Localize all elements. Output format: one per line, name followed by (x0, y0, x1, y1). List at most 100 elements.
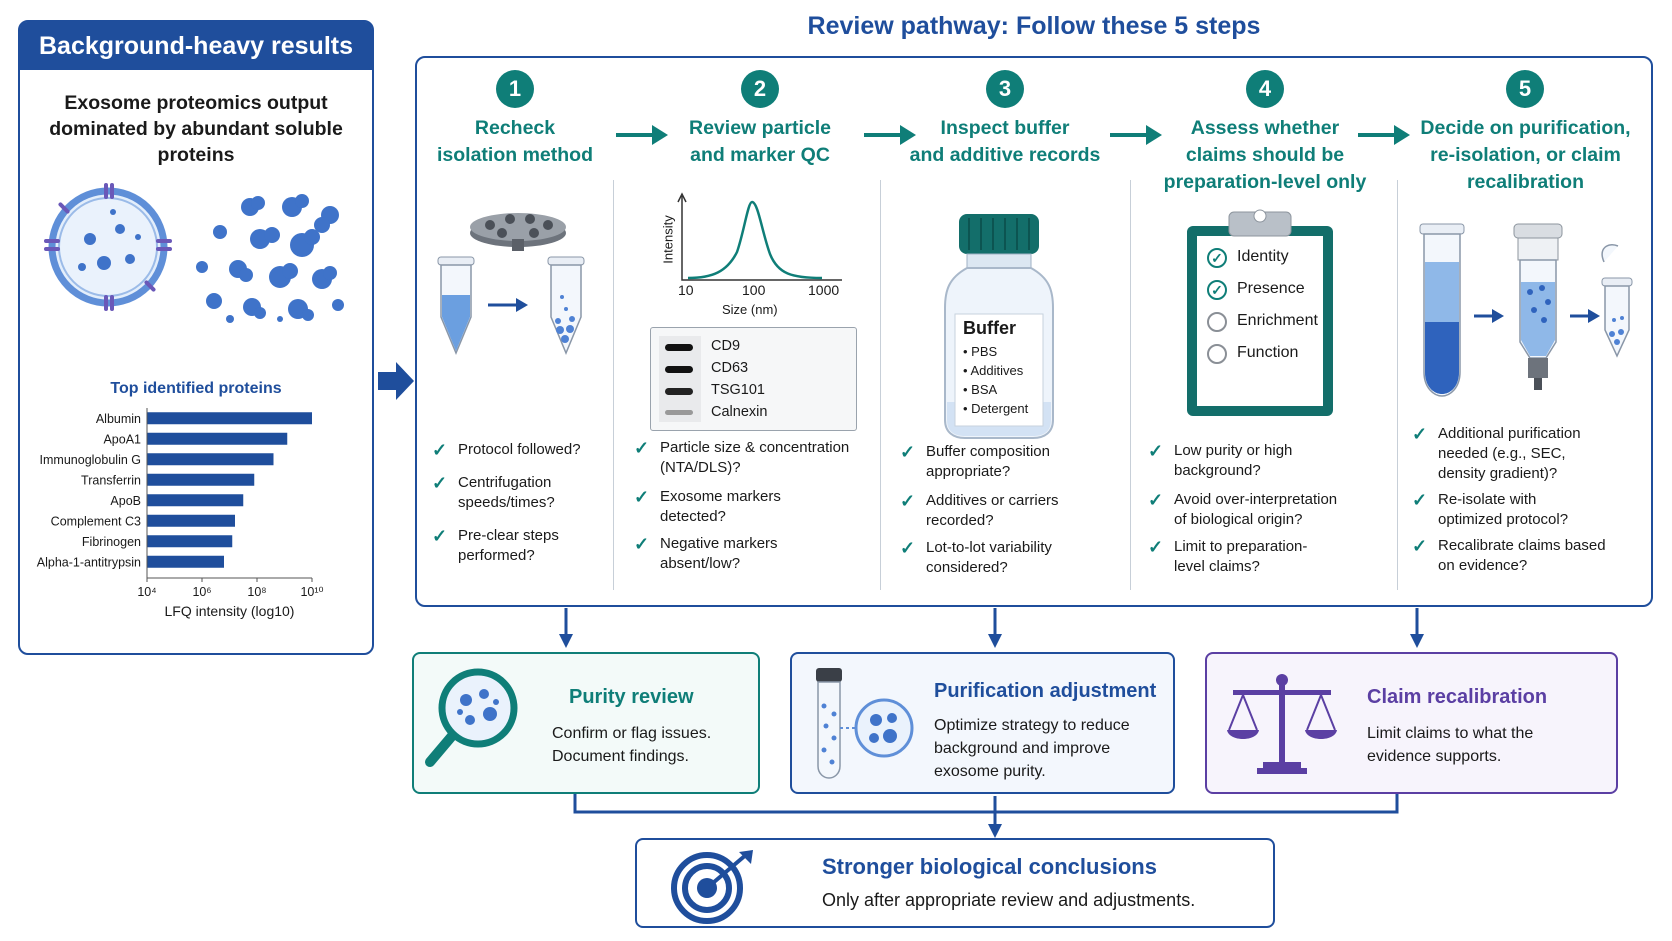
step-arrow-icon (1358, 125, 1410, 145)
step-divider (1130, 180, 1131, 590)
step-title-line: and marker QC (690, 144, 830, 166)
bar (147, 432, 288, 445)
clipboard-item: ✓ Identity (1207, 248, 1327, 272)
step-title-line: Assess whether (1190, 117, 1340, 139)
step-title-line: re-isolation, or claim (1430, 144, 1621, 166)
step-title-line: Recheck (474, 117, 556, 139)
step-arrow-icon (1110, 125, 1162, 145)
step-divider (613, 180, 614, 590)
bottle-label-item: • BSA (963, 382, 998, 397)
step-title-line: preparation-level only (1163, 171, 1367, 193)
step-title-line: Review particle (689, 117, 831, 139)
step-title: Assess whether claims should be preparat… (1150, 115, 1380, 196)
panel-title: Background-heavy results (20, 22, 372, 70)
step-2: 2 Review particle and marker QC (660, 70, 860, 180)
pathway-title: Review pathway: Follow these 5 steps (807, 12, 1261, 40)
step-divider (880, 180, 881, 590)
target-icon (671, 850, 753, 924)
check-icon: ✓ (1412, 536, 1428, 556)
bar (147, 555, 224, 568)
check-icon: ✓ (900, 538, 916, 558)
bar-category-label: Alpha-1-antitrypsin (37, 555, 141, 569)
background-results-panel: Background-heavy results Exosome proteom… (18, 20, 374, 655)
plot-y-label: Intensity (660, 215, 676, 264)
step-title-line: isolation method (437, 144, 593, 166)
size-distribution-plot: Intensity 10 100 1000 Size (nm) (652, 192, 852, 322)
check-icon: ✓ (432, 526, 448, 546)
check-icon: ✓ (432, 440, 448, 460)
step-title-line: and additive records (909, 144, 1101, 166)
check-item: ✓Particle size & concentration(NTA/DLS)? (634, 438, 850, 476)
clipboard-item: Function (1207, 344, 1327, 368)
check-icon: ✓ (432, 473, 448, 493)
outcome-purity-review: Purity review Confirm or flag issues. Do… (412, 652, 760, 794)
soluble-protein-cluster-icon (196, 194, 344, 323)
check-icon: ✓ (634, 487, 650, 507)
blot-marker-label: CD9 (711, 338, 741, 354)
step-number: 5 (1506, 70, 1544, 108)
buffer-bottle-icon: Buffer • PBS • Additives • BSA • Deterge… (943, 212, 1055, 442)
check-icon: ✓ (1412, 490, 1428, 510)
check-icon: ✓ (1148, 490, 1164, 510)
tube-icon (1419, 223, 1465, 397)
step-1: 1 Recheck isolation method (420, 70, 610, 180)
final-desc: Only after appropriate review and adjust… (822, 890, 1196, 910)
step-arrow-icon (616, 125, 668, 145)
outcome-title: Claim recalibration (1367, 686, 1548, 708)
clipboard-icon: ✓ Identity ✓ Presence Enrichment Functio… (1185, 206, 1335, 418)
plot-tick: 100 (742, 282, 766, 298)
tube-icon (547, 256, 585, 355)
outcome-title: Purification adjustment (934, 680, 1157, 702)
plot-tick: 1000 (808, 282, 840, 298)
tube-icon (437, 256, 475, 355)
bottle-label-item: • Additives (963, 363, 1024, 378)
scales-icon (1227, 674, 1337, 774)
flow-arrow-icon (378, 362, 414, 400)
bar (147, 412, 312, 425)
check-icon: ✓ (900, 442, 916, 462)
centrifuge-rotor-icon (437, 213, 585, 355)
check-item: ✓Limit to preparation-level claims? (1148, 537, 1308, 575)
x-axis-label: LFQ intensity (log10) (165, 603, 295, 619)
chart-title: Top identified proteins (110, 380, 282, 397)
check-icon: ✓ (900, 491, 916, 511)
bar (147, 535, 233, 548)
bar (147, 514, 235, 527)
step-number: 2 (741, 70, 779, 108)
panel-subtitle: Exosome proteomics output dominated by a… (49, 92, 343, 166)
final-title: Stronger biological conclusions (822, 854, 1157, 879)
bar (147, 473, 255, 486)
step-title: Review particle and marker QC (660, 115, 860, 169)
bar-category-label: Immunoglobulin G (40, 453, 141, 467)
spin-column-icon (1513, 223, 1563, 390)
outcome-desc: Optimize strategy to reduce background a… (934, 717, 1130, 780)
step-2-checklist: ✓Particle size & concentration(NTA/DLS)?… (634, 438, 879, 588)
flow-connectors (559, 608, 1424, 838)
step-number: 1 (496, 70, 534, 108)
purification-sample-icon (816, 668, 914, 779)
x-tick-label: 10⁴ (137, 585, 156, 599)
x-tick-label: 10¹⁰ (300, 585, 323, 599)
plot-tick: 10 (678, 282, 694, 298)
bar (147, 453, 274, 466)
bar-category-label: Albumin (96, 412, 141, 426)
checked-circle-icon: ✓ (1207, 248, 1227, 268)
check-icon: ✓ (1148, 441, 1164, 461)
bar-category-label: ApoB (110, 494, 141, 508)
blot-marker-label: CD63 (711, 360, 749, 376)
blot-marker-label: TSG101 (711, 382, 765, 398)
clipboard-item: ✓ Presence (1207, 280, 1327, 304)
